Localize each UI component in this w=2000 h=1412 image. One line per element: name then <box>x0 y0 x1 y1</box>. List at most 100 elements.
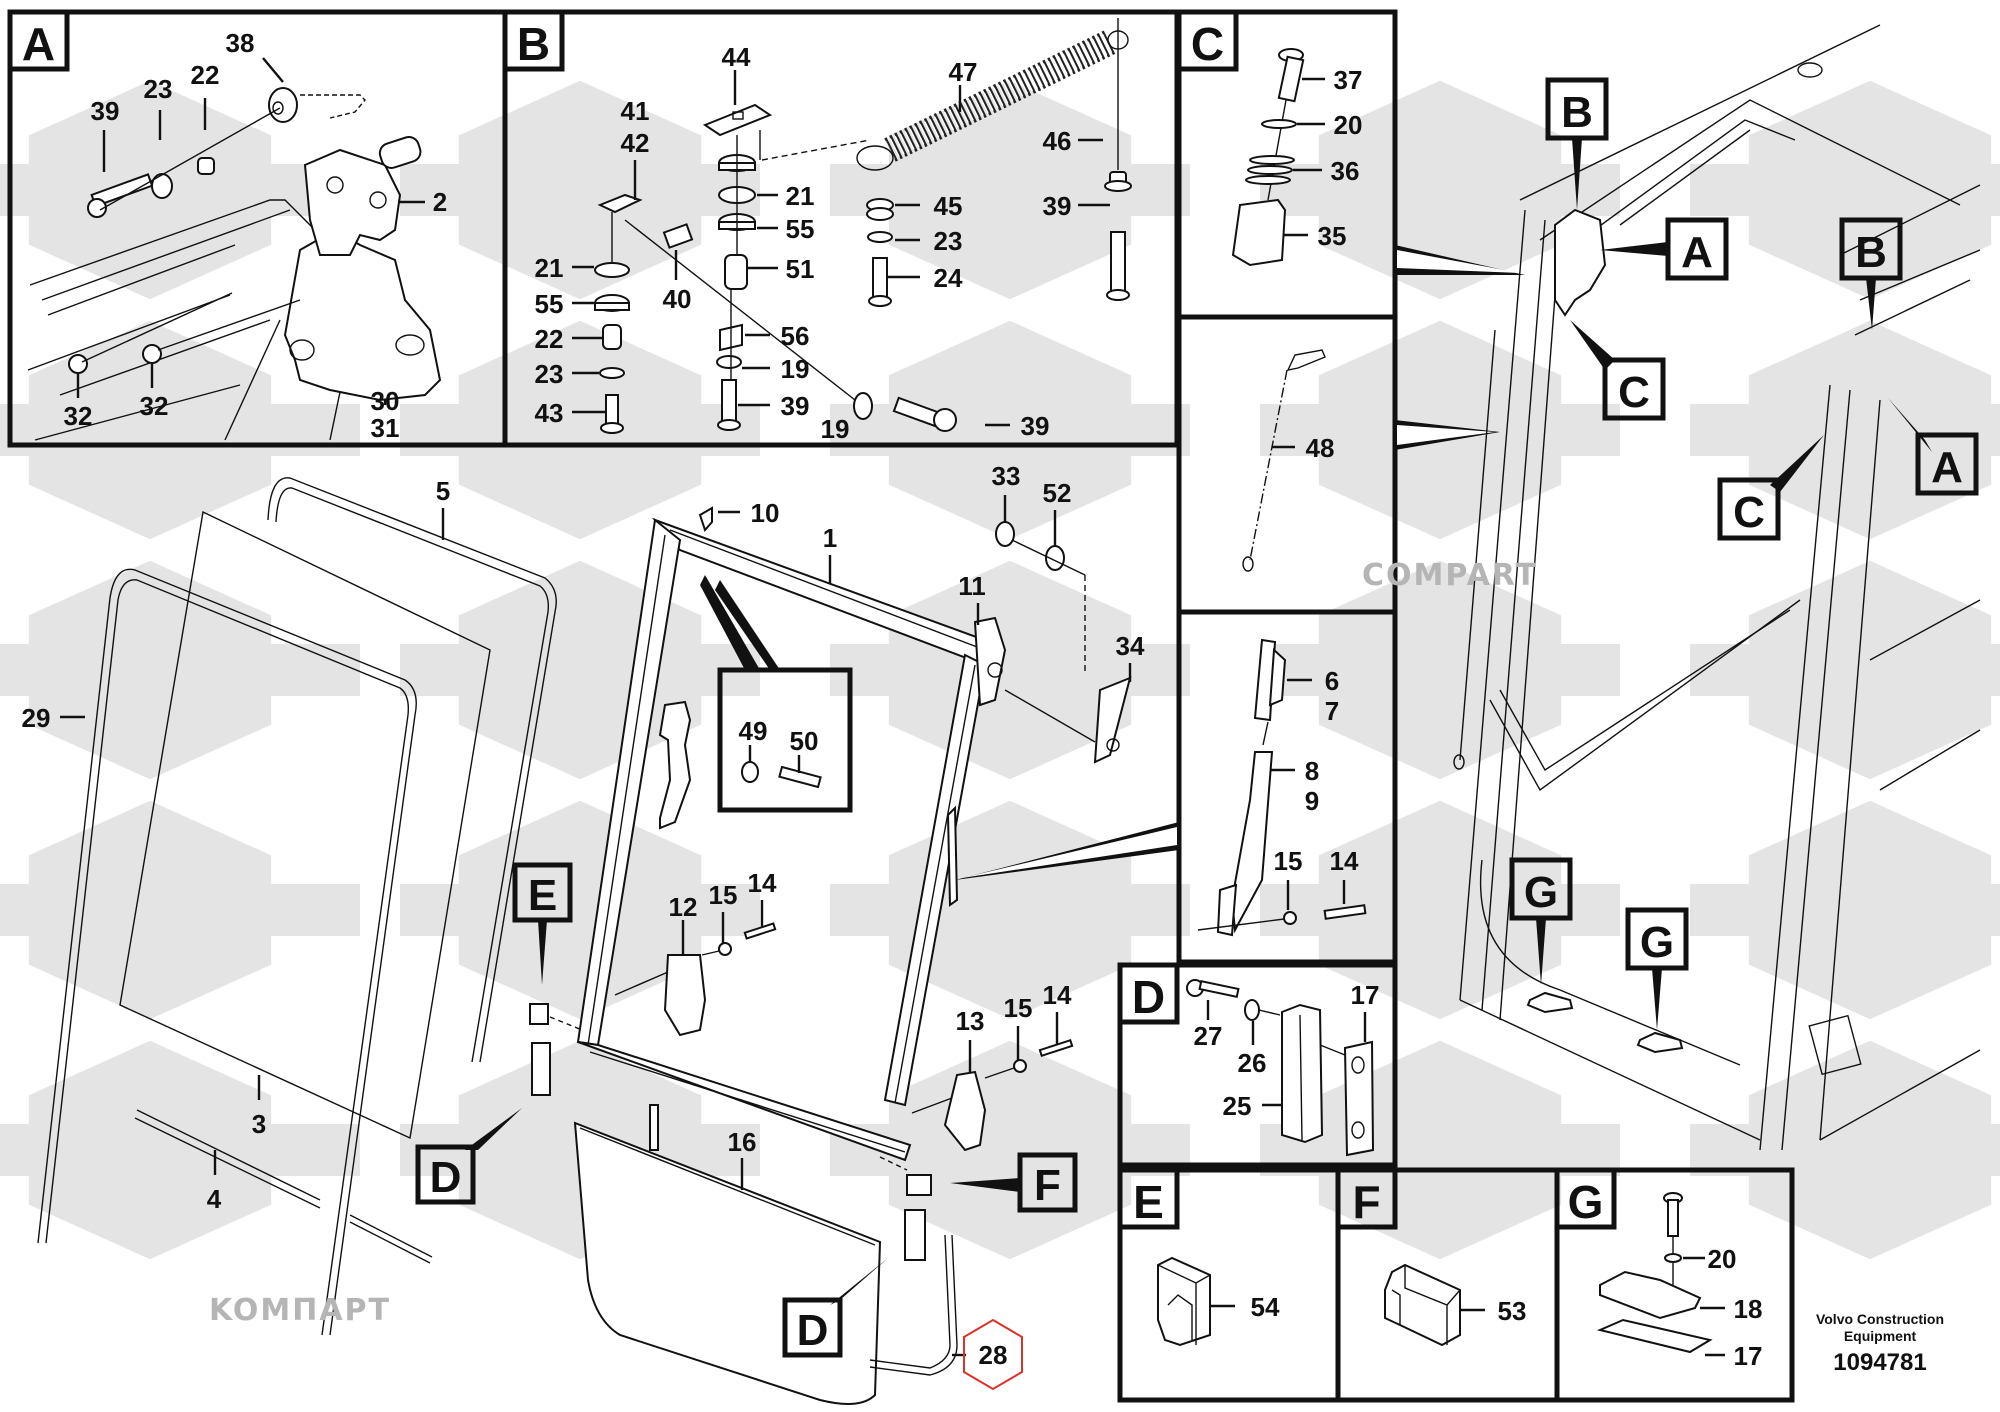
detail-view-a: A 39 23 22 <box>7 9 508 448</box>
callout-d-25: 25 <box>1223 1091 1252 1121</box>
detail-g-label: G <box>1568 1176 1604 1228</box>
detail-pointer-wedges <box>955 245 1525 880</box>
watermark-text: COMPART <box>1362 558 1538 593</box>
callout-d-27: 27 <box>1194 1021 1223 1051</box>
callout-c-20: 20 <box>1334 110 1363 140</box>
watermark-text: KOMПAPT <box>209 1293 391 1328</box>
callout-b-51: 51 <box>786 254 815 284</box>
manufacturer-line-2: Equipment <box>1844 1328 1917 1344</box>
detail-g-frame <box>1554 1167 1795 1403</box>
callout-52: 52 <box>1043 478 1072 508</box>
callout-3: 3 <box>252 1109 266 1139</box>
callout-cable-48: 48 <box>1306 433 1335 463</box>
detail-d-label-box <box>1117 962 1180 1025</box>
callout-5: 5 <box>436 476 450 506</box>
main-view-callouts: 5 29 3 4 10 1 33 52 11 34 49 50 12 15 14… <box>22 461 1145 1391</box>
watermark-badge <box>400 80 760 300</box>
callout-50: 50 <box>790 726 819 756</box>
callout-b-24: 24 <box>934 263 963 293</box>
cab-reference-labels: B A C B C A G G <box>1509 77 1979 1030</box>
detail-view-b: B <box>502 9 1180 448</box>
watermark-badge <box>0 80 360 300</box>
drawing-number: 1094781 <box>1833 1349 1926 1376</box>
callout-c-35: 35 <box>1318 221 1347 251</box>
watermark-badge <box>1690 1040 2000 1260</box>
watermark-badge <box>400 800 760 1020</box>
callout-34: 34 <box>1116 631 1145 661</box>
title-block: Volvo Construction Equipment 1094781 <box>1816 1311 1944 1376</box>
callout-b-23-right: 23 <box>934 226 963 256</box>
callout-b-23-left: 23 <box>535 359 564 389</box>
callout-b-42: 42 <box>621 128 650 158</box>
callout-lock-14: 14 <box>1330 846 1359 876</box>
callout-b-56: 56 <box>781 321 810 351</box>
cab-drawing <box>1453 24 1981 1151</box>
watermark-badge <box>830 320 1190 540</box>
callout-29: 29 <box>22 703 51 733</box>
cab-ref-a-left: A <box>1681 228 1713 277</box>
watermark-text-layer: KOMПAPT COMPART <box>209 558 1538 1328</box>
watermark-badge <box>0 560 360 780</box>
callout-a-22: 22 <box>191 60 220 90</box>
callout-b-46: 46 <box>1043 126 1072 156</box>
callout-g-18: 18 <box>1734 1294 1763 1324</box>
detail-a-label: A <box>22 18 55 70</box>
watermark-badge <box>1260 80 1620 300</box>
watermark-badge <box>1260 800 1620 1020</box>
hinge-bracket-drawing <box>283 228 442 402</box>
watermark-badge <box>0 800 360 1020</box>
watermark-badge <box>830 560 1190 780</box>
detail-view-e: E 54 <box>1117 1167 1341 1403</box>
callout-g-20: 20 <box>1708 1244 1737 1274</box>
callout-b-40: 40 <box>663 284 692 314</box>
watermark-badge <box>1260 560 1620 780</box>
cab-ref-c-left: C <box>1618 368 1650 417</box>
callout-b-39-bottom: 39 <box>781 391 810 421</box>
door-frame-drawing <box>576 506 1007 1162</box>
callout-lock-8: 8 <box>1305 756 1319 786</box>
cab-ref-b-right: B <box>1855 228 1887 277</box>
detail-d-label: D <box>1132 971 1165 1023</box>
detail-c-label: C <box>1191 18 1224 70</box>
callout-d-26: 26 <box>1238 1048 1267 1078</box>
cab-ref-g-left: G <box>1524 868 1558 917</box>
callout-b-41: 41 <box>621 96 650 126</box>
detail-lock-frame <box>1176 609 1398 965</box>
callout-14-lower: 14 <box>1043 980 1072 1010</box>
callout-lock-9: 9 <box>1305 786 1319 816</box>
callout-a-39: 39 <box>91 96 120 126</box>
inset-49-50 <box>700 575 853 813</box>
callout-b-19: 19 <box>781 354 810 384</box>
callout-13: 13 <box>956 1006 985 1036</box>
callout-15-upper: 15 <box>709 880 738 910</box>
callout-lock-15: 15 <box>1274 846 1303 876</box>
inset-49-50-frame <box>717 667 853 813</box>
callout-11: 11 <box>958 571 986 601</box>
callout-e-54: 54 <box>1251 1292 1280 1322</box>
callout-a-32-right: 32 <box>140 391 169 421</box>
callout-c-37: 37 <box>1334 65 1363 95</box>
callout-b-22: 22 <box>535 324 564 354</box>
callout-b-55-left: 55 <box>535 289 564 319</box>
callout-b-21: 21 <box>786 181 815 211</box>
callout-b-43: 43 <box>535 398 564 428</box>
callout-a-30: 30 <box>371 386 400 416</box>
watermark-badge <box>1690 320 2000 540</box>
detail-view-lock: 6 7 8 9 15 14 <box>1176 609 1398 965</box>
detail-view-g: G 20 18 17 <box>1554 1167 1795 1403</box>
callout-4: 4 <box>207 1184 222 1214</box>
detail-g-label-box <box>1554 1167 1617 1230</box>
detail-e-label-box <box>1117 1167 1180 1230</box>
ref-label-e: E <box>528 871 557 920</box>
detail-b-label: B <box>517 18 550 70</box>
callout-b-47: 47 <box>949 57 978 87</box>
detail-f-label-box <box>1335 1167 1398 1230</box>
watermark-shapes <box>0 80 2000 1260</box>
callout-10: 10 <box>751 498 780 528</box>
callout-a-38: 38 <box>226 28 255 58</box>
detail-view-f: F 53 <box>1335 1167 1560 1403</box>
callout-1: 1 <box>823 523 837 553</box>
callout-a-2: 2 <box>433 187 447 217</box>
callout-16: 16 <box>728 1127 757 1157</box>
